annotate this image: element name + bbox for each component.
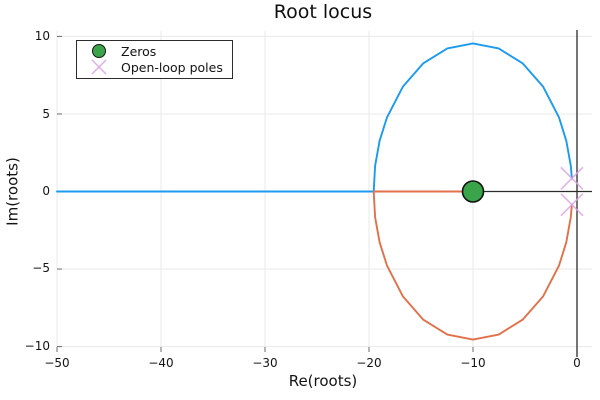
legend-zero-marker-cell bbox=[77, 44, 121, 58]
y-tick-label: 0 bbox=[42, 184, 50, 198]
legend: Zeros Open-loop poles bbox=[76, 40, 233, 79]
zero-marker-icon bbox=[461, 180, 485, 203]
locus-curve bbox=[372, 190, 573, 341]
x-axis-label: Re(roots) bbox=[288, 372, 358, 390]
x-tick-label: −30 bbox=[252, 356, 278, 370]
y-tick-label: −5 bbox=[32, 261, 50, 275]
legend-item-zeros: Zeros bbox=[77, 43, 223, 59]
legend-pole-marker-cell bbox=[77, 58, 121, 76]
y-tick-label: 10 bbox=[34, 29, 50, 43]
legend-item-label: Open-loop poles bbox=[121, 59, 223, 75]
legend-item-open-loop-poles: Open-loop poles bbox=[77, 59, 223, 75]
x-tick-label: 0 bbox=[573, 356, 581, 370]
x-tick-label: −20 bbox=[356, 356, 382, 370]
y-tick-label: −10 bbox=[24, 339, 50, 353]
y-tick-label: 5 bbox=[42, 107, 50, 121]
locus-curve bbox=[56, 42, 573, 193]
legend-pole-marker-icon bbox=[91, 59, 107, 75]
x-tick-label: −40 bbox=[148, 356, 174, 370]
pole-marker-icon bbox=[560, 166, 584, 190]
x-tick-label: −50 bbox=[44, 356, 70, 370]
chart-title: Root locus bbox=[273, 1, 373, 23]
x-tick-label: −10 bbox=[460, 356, 486, 370]
legend-zero-marker-icon bbox=[92, 44, 106, 58]
legend-item-label: Zeros bbox=[121, 43, 157, 59]
pole-marker-icon bbox=[560, 193, 584, 217]
